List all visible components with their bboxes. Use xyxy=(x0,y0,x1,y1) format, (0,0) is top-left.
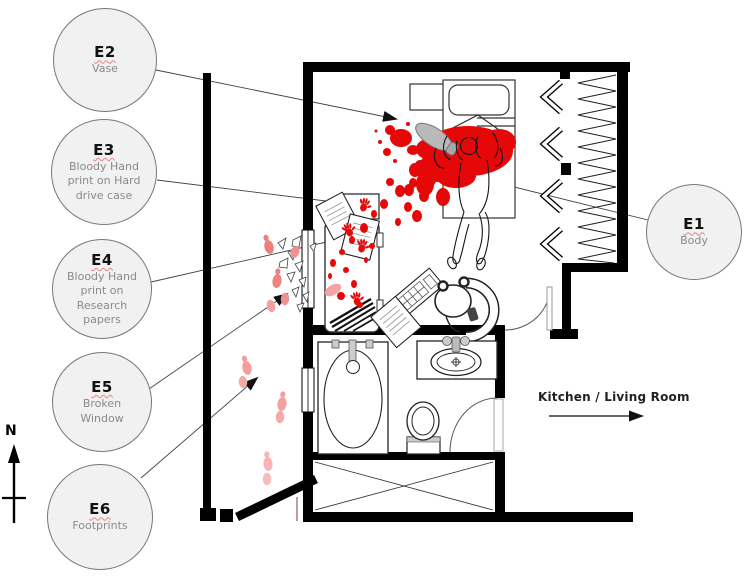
wall-right xyxy=(617,62,628,272)
wall-top xyxy=(303,62,630,72)
bedroom-door-leaf xyxy=(546,286,553,331)
sink xyxy=(416,336,498,380)
footprints xyxy=(238,233,302,486)
pillow xyxy=(448,84,510,116)
evidence-code-e2: E2 xyxy=(94,43,116,62)
evidence-marker-e2: E2 Vase xyxy=(53,8,157,112)
blood-pool xyxy=(404,126,516,206)
north-label: N xyxy=(5,423,17,439)
nightstand xyxy=(409,83,449,111)
accordion-closet-doors xyxy=(577,74,617,264)
office-chair xyxy=(434,276,500,343)
bedroom-door-arc xyxy=(504,286,551,331)
evidence-label-e4: Bloody Hand print on Research papers xyxy=(66,269,138,326)
blood-trail xyxy=(328,160,436,308)
wall-door-foot xyxy=(550,329,578,339)
evidence-label-e5: Broken Window xyxy=(80,397,124,425)
door-jamb-block xyxy=(220,509,233,522)
wall-bathroom-left-upper xyxy=(303,334,313,368)
bathroom-door-arc xyxy=(449,397,498,453)
exterior-door xyxy=(235,474,318,522)
crossed-area xyxy=(314,461,494,511)
evidence-label-e2: Vase xyxy=(92,62,118,76)
wall-bathroom-right-lower xyxy=(495,452,505,520)
blood-spatter-vase xyxy=(374,122,424,163)
bloody-handprints xyxy=(324,195,374,307)
vase xyxy=(415,122,459,156)
closet-chevrons xyxy=(539,79,563,262)
evidence-marker-e4: E4 Bloody Hand print on Research papers xyxy=(52,239,152,339)
desk-keyboard-tray xyxy=(329,297,378,332)
windows xyxy=(301,229,315,413)
evidence-label-e6: Footprints xyxy=(72,519,128,533)
wall-left-mid xyxy=(303,306,313,334)
desk-handle-1 xyxy=(376,232,384,248)
kitchen-living-room-label: Kitchen / Living Room xyxy=(538,390,690,404)
evidence-code-e3: E3 xyxy=(93,141,115,160)
wall-left-upper xyxy=(303,62,313,232)
bathroom-door-leaf xyxy=(493,398,504,452)
bathroom-door xyxy=(449,397,504,453)
wall-exterior-left xyxy=(203,73,211,509)
evidence-code-e4: E4 xyxy=(91,250,113,269)
evidence-marker-e6: E6 Footprints xyxy=(47,464,153,570)
exterior-door-leaf xyxy=(235,474,318,522)
blood-smear-desk xyxy=(324,283,342,297)
evidence-code-e6: E6 xyxy=(89,500,111,519)
evidence-marker-e1: E1 Body xyxy=(646,184,742,280)
evidence-marker-e5: E5 Broken Window xyxy=(52,352,152,452)
dropped-paper xyxy=(370,295,422,349)
walls xyxy=(200,62,633,522)
wall-se-horizontal xyxy=(562,263,628,272)
wall-se-vertical xyxy=(562,263,571,330)
north-arrow xyxy=(2,444,26,523)
wall-bathroom-bottom xyxy=(303,452,505,460)
closet-track-stop-top xyxy=(560,72,570,79)
toilet xyxy=(406,401,441,455)
leader-line-e2 xyxy=(155,69,398,122)
leader-line-e3 xyxy=(156,179,352,208)
bedroom-door xyxy=(504,286,553,331)
evidence-label-e1: Body xyxy=(680,234,708,248)
evidence-code-e1: E1 xyxy=(683,215,705,234)
wall-bottom xyxy=(303,512,633,522)
wall-exterior-foot xyxy=(200,508,216,521)
wall-bathroom-left-lower xyxy=(303,412,313,520)
evidence-label-e3: Bloody Hand print on Hard drive case xyxy=(67,160,141,202)
evidence-code-e5: E5 xyxy=(91,378,113,397)
closet-track-stop xyxy=(561,163,571,175)
wall-bathroom-right-upper xyxy=(495,330,505,398)
leader-line-e6 xyxy=(140,376,259,479)
bathtub xyxy=(317,339,389,455)
evidence-marker-e3: E3 Bloody Hand print on Hard drive case xyxy=(51,119,157,225)
leader-line-e5 xyxy=(145,292,289,392)
body-outline xyxy=(433,131,504,271)
